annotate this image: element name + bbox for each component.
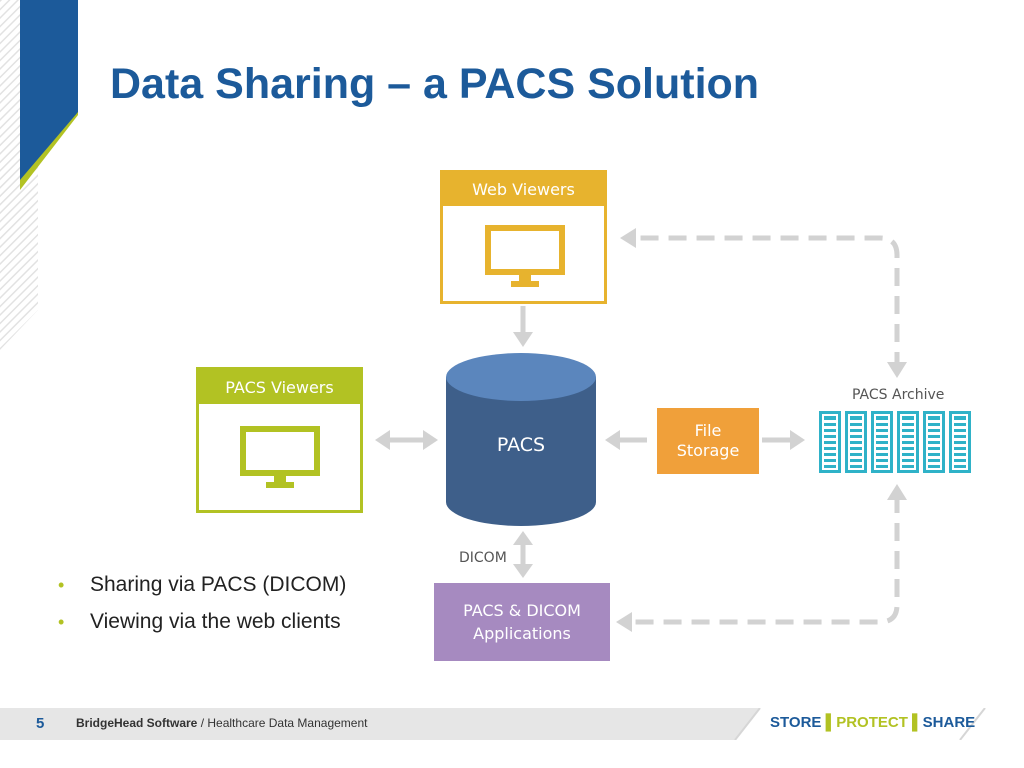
arrow-archive-to-web-viewers	[630, 235, 900, 370]
apps-line-1: PACS & DICOM	[463, 601, 581, 620]
arrow-archive-to-apps	[625, 495, 900, 625]
page-number: 5	[36, 715, 45, 732]
bullet-icon: •	[58, 612, 65, 632]
bullet-list: • Sharing via PACS (DICOM) • Viewing via t…	[58, 572, 346, 646]
footer-subtitle: Healthcare Data Management	[207, 716, 368, 730]
tagline-divider: ▌	[907, 714, 923, 731]
pacs-archive-label: PACS Archive	[852, 387, 945, 403]
slide-title: Data Sharing – a PACS Solution	[110, 60, 760, 108]
footer-separator: /	[197, 716, 208, 730]
file-storage-line-1: File	[694, 421, 722, 440]
tagline: STORE ▌PROTECT ▌SHARE	[770, 714, 975, 731]
footer-bar	[0, 708, 1024, 740]
tagline-divider: ▌	[821, 714, 837, 731]
tagline-store: STORE	[770, 714, 822, 731]
file-storage-line-2: Storage	[676, 441, 740, 460]
file-storage-box: File Storage	[657, 408, 759, 474]
decorative-stripe-band	[0, 0, 78, 350]
pacs-database-icon	[446, 353, 596, 526]
bullet-text: Sharing via PACS (DICOM)	[90, 573, 347, 596]
tagline-share: SHARE	[922, 714, 976, 731]
pacs-viewers-label: PACS Viewers	[199, 370, 360, 404]
pacs-label: PACS	[496, 434, 546, 456]
bullet-item: • Viewing via the web clients	[58, 609, 346, 646]
footer-text: BridgeHead Software / Healthcare Data Ma…	[76, 716, 367, 730]
dicom-label: DICOM	[459, 550, 507, 566]
web-viewers-label: Web Viewers	[443, 173, 604, 206]
apps-line-2: Applications	[473, 624, 571, 643]
monitor-icon	[485, 225, 565, 287]
pacs-viewers-box: PACS Viewers	[196, 367, 363, 513]
server-rack-icon	[819, 411, 971, 473]
bullet-text: Viewing via the web clients	[90, 610, 341, 633]
bullet-item: • Sharing via PACS (DICOM)	[58, 572, 346, 609]
footer-company: BridgeHead Software	[76, 716, 198, 730]
tagline-protect: PROTECT	[836, 714, 908, 731]
monitor-icon	[240, 426, 320, 488]
web-viewers-box: Web Viewers	[440, 170, 607, 304]
bullet-icon: •	[58, 575, 65, 595]
pacs-dicom-applications-box: PACS & DICOM Applications	[434, 583, 610, 661]
